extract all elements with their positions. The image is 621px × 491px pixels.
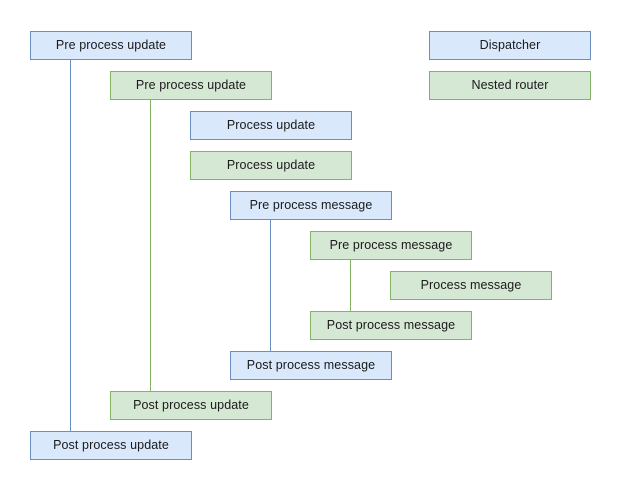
process-node: Post process message: [310, 311, 472, 340]
process-node: Post process update: [110, 391, 272, 420]
process-node-label: Process update: [226, 118, 316, 133]
process-node-label: Pre process message: [249, 198, 373, 213]
process-node-label: Pre process update: [55, 38, 167, 53]
process-node: Pre process message: [230, 191, 392, 220]
process-node: Pre process update: [110, 71, 272, 100]
connector-line: [350, 260, 351, 311]
process-node-label: Process message: [420, 278, 522, 293]
process-node-label: Post process message: [326, 318, 456, 333]
process-node: Post process update: [30, 431, 192, 460]
process-node-label: Pre process message: [329, 238, 453, 253]
legend-item-label: Dispatcher: [479, 38, 541, 53]
legend-item: Nested router: [429, 71, 591, 100]
process-node-label: Process update: [226, 158, 316, 173]
connector-line: [70, 60, 71, 431]
process-node-label: Post process message: [246, 358, 376, 373]
process-node: Process message: [390, 271, 552, 300]
process-node-label: Post process update: [53, 438, 169, 453]
process-node: Process update: [190, 111, 352, 140]
process-node: Post process message: [230, 351, 392, 380]
connector-line: [270, 220, 271, 351]
process-node: Process update: [190, 151, 352, 180]
process-node: Pre process message: [310, 231, 472, 260]
legend-item-label: Nested router: [471, 78, 549, 93]
process-node-label: Pre process update: [135, 78, 247, 93]
process-node: Pre process update: [30, 31, 192, 60]
process-node-label: Post process update: [133, 398, 249, 413]
legend-item: Dispatcher: [429, 31, 591, 60]
connector-line: [150, 100, 151, 391]
